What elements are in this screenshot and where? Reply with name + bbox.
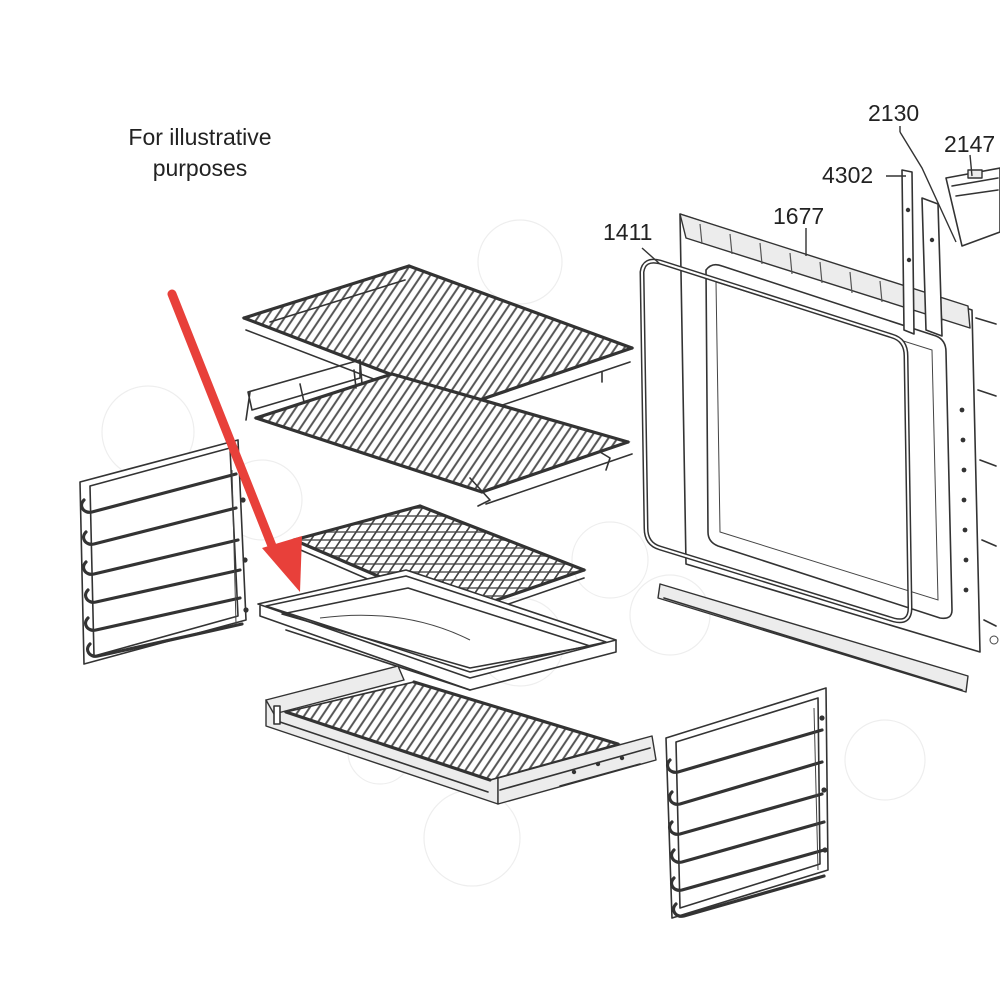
door-seal bbox=[639, 258, 913, 624]
illustrative-note: For illustrative purposes bbox=[90, 122, 310, 184]
telescopic-rack bbox=[265, 665, 657, 805]
left-side-rack bbox=[79, 439, 249, 665]
red-pointer-arrow bbox=[167, 289, 302, 592]
leader-lines bbox=[641, 126, 973, 265]
sliding-wire-shelf bbox=[245, 359, 633, 507]
callout-1677: 1677 bbox=[773, 203, 824, 229]
rear-bracket bbox=[901, 169, 943, 337]
baking-tray bbox=[257, 569, 617, 691]
callout-1411: 1411 bbox=[603, 219, 652, 245]
note-line-2: purposes bbox=[152, 155, 248, 181]
note-line-1: For illustrative bbox=[128, 124, 272, 150]
callout-2147: 2147 bbox=[944, 131, 995, 157]
callout-4302: 4302 bbox=[822, 162, 873, 188]
top-cover-part bbox=[945, 167, 1000, 247]
right-side-rack bbox=[665, 687, 829, 919]
callout-2130: 2130 bbox=[868, 100, 919, 126]
front-frame bbox=[657, 213, 999, 693]
